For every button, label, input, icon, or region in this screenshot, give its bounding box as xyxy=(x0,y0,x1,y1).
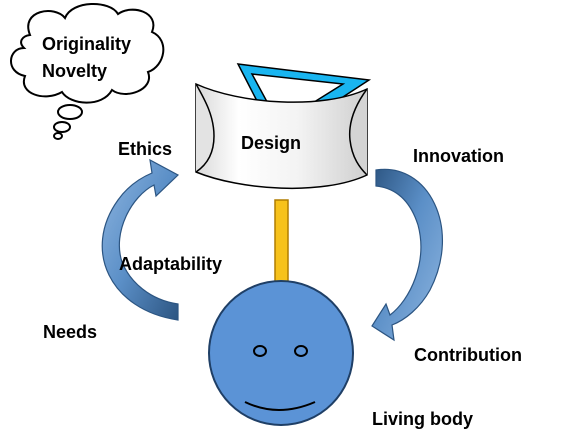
left-eye xyxy=(253,345,267,357)
living-body xyxy=(208,280,354,426)
label-adaptability: Adaptability xyxy=(119,254,222,274)
design-flag: Design xyxy=(195,82,368,190)
thought-cloud: Originality Novelty xyxy=(10,2,165,140)
label-ethics: Ethics xyxy=(118,139,172,159)
right-eye xyxy=(294,345,308,357)
thought-bubble-medium xyxy=(53,121,71,133)
curved-arrow-right xyxy=(371,168,444,342)
thought-bubble-large xyxy=(57,104,83,120)
flag-fold-right xyxy=(348,88,368,176)
label-needs: Needs xyxy=(43,322,97,342)
flag-label-design: Design xyxy=(241,133,301,153)
thought-cloud-icon xyxy=(10,2,165,104)
cloud-text-novelty: Novelty xyxy=(42,61,107,81)
thought-bubble-small xyxy=(53,132,63,140)
label-contribution: Contribution xyxy=(414,345,522,365)
cloud-text-originality: Originality xyxy=(42,34,131,54)
curved-arrow-left xyxy=(101,158,180,321)
label-innovation: Innovation xyxy=(413,146,504,166)
smiley-face-icon xyxy=(208,280,354,426)
flag-fold-left xyxy=(195,83,215,173)
smile xyxy=(244,401,316,411)
label-living-body: Living body xyxy=(372,409,473,429)
